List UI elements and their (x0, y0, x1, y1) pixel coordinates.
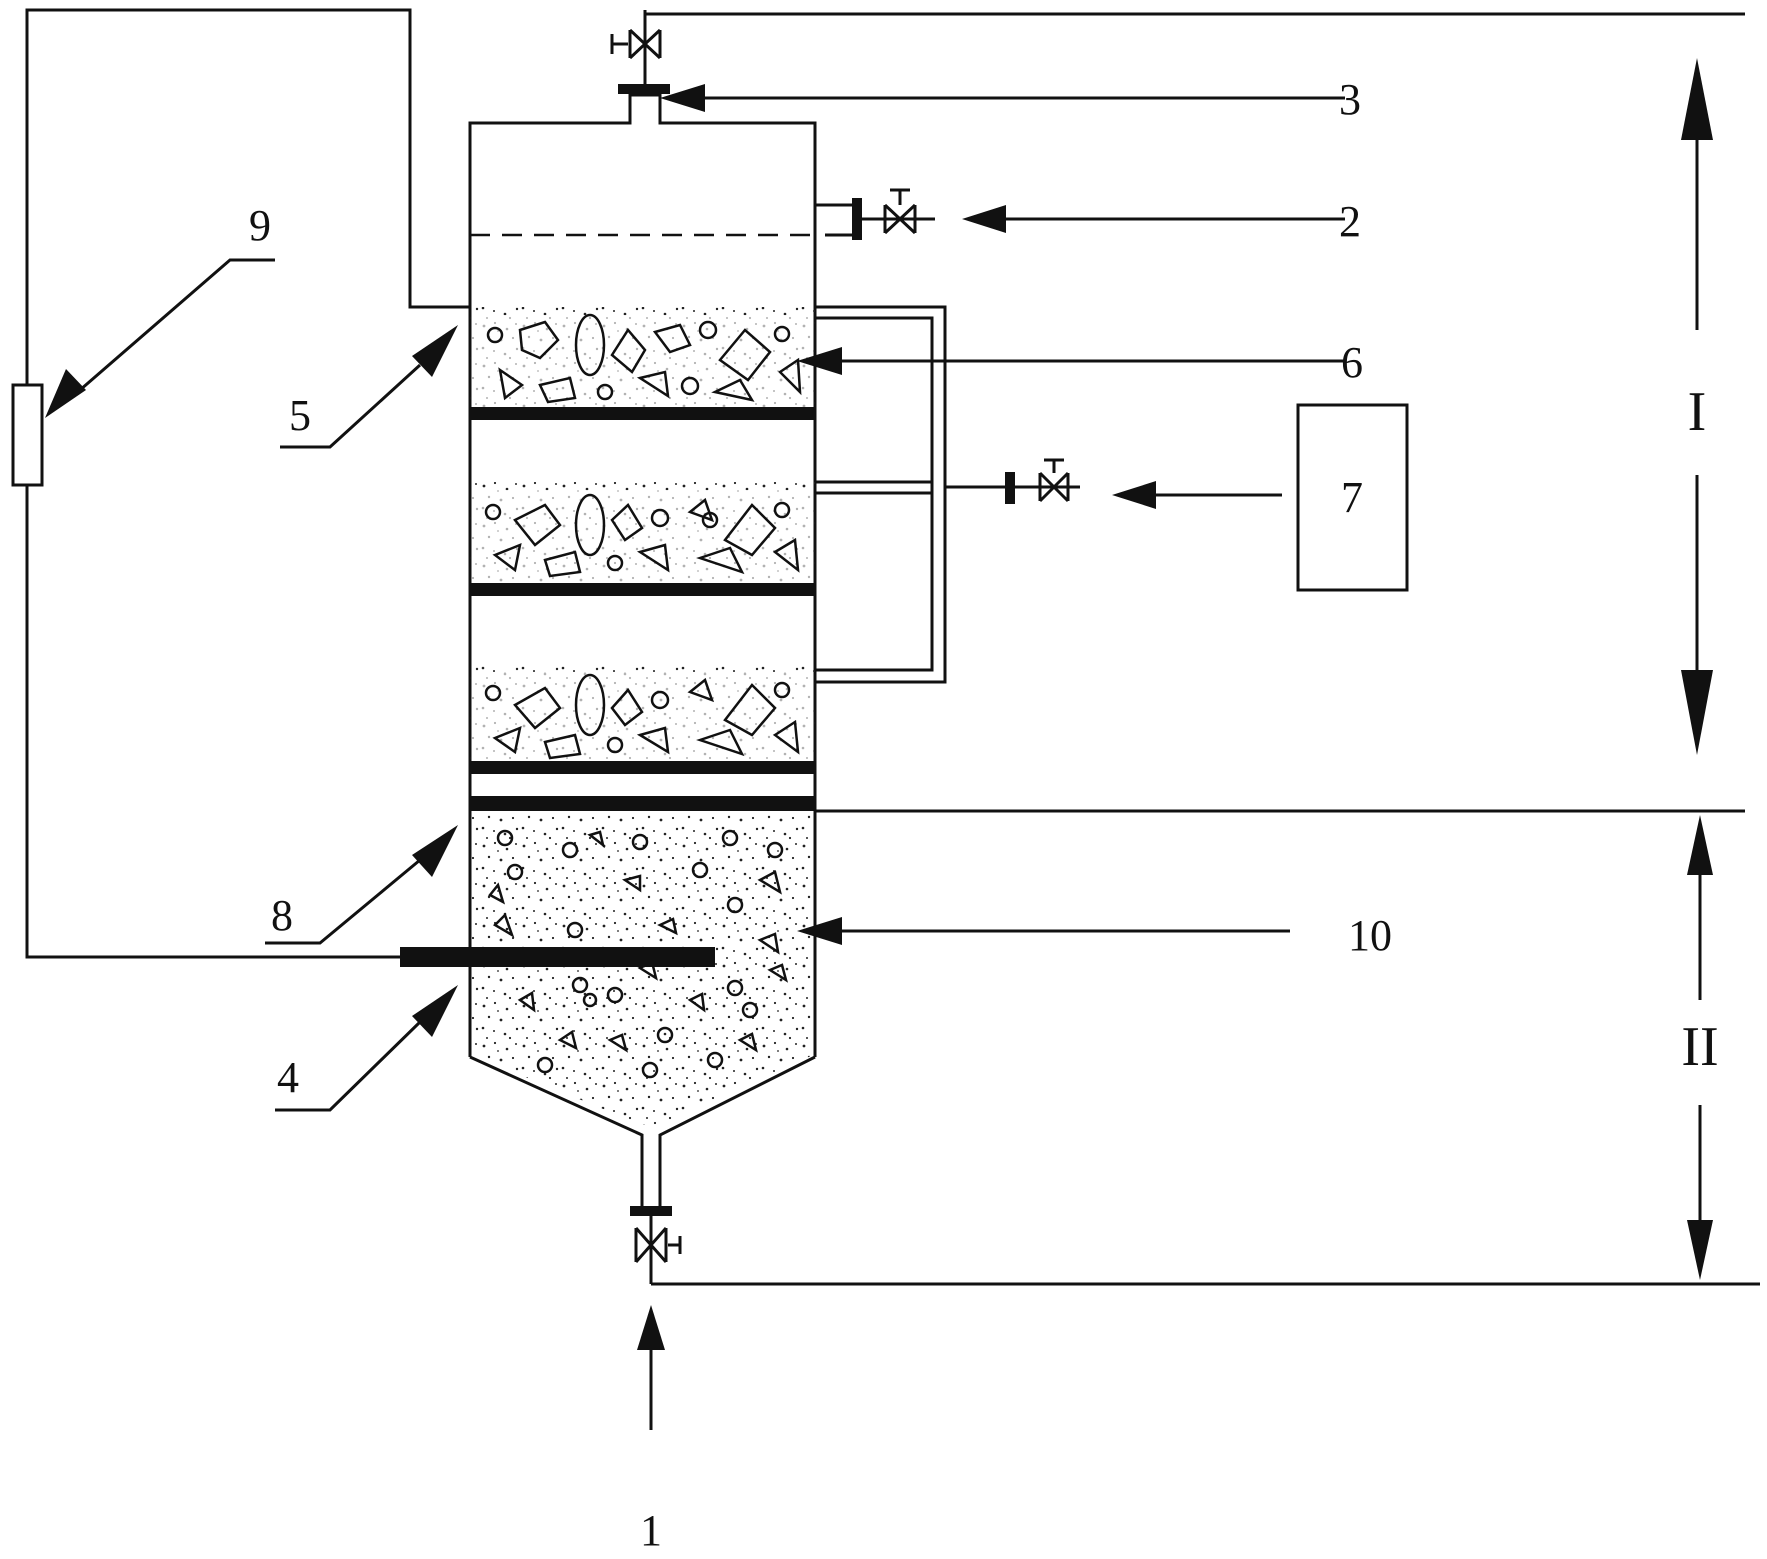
callout-label-1: 1 (640, 1506, 662, 1554)
media-layer-bottom (470, 665, 815, 774)
callout-label-3: 3 (1339, 75, 1361, 124)
callout-label-4: 4 (277, 1053, 299, 1102)
effluent-pipe (815, 188, 935, 240)
gas-valve (610, 28, 662, 60)
zone-I-dimension (1681, 58, 1713, 755)
callout-label-6: 6 (1341, 338, 1363, 387)
callout-label-7: 7 (1341, 473, 1363, 522)
callout-label-8: 8 (271, 891, 293, 940)
aeration-manifold (815, 305, 1080, 684)
callout-label-2: 2 (1339, 197, 1361, 246)
callout-arrows (45, 84, 1345, 1430)
zone-label-I: I (1688, 381, 1707, 443)
power-circuit (11, 8, 470, 959)
media-layer-top (470, 307, 815, 420)
sludge-bed (472, 813, 813, 1125)
zone-II-dimension (1687, 815, 1713, 1280)
gas-outlet-pipe (618, 10, 1745, 95)
inlet-pipe (630, 1206, 682, 1284)
electrode-rod (400, 947, 715, 967)
callout-label-10: 10 (1348, 911, 1392, 960)
media-layer-middle (470, 482, 815, 596)
zone-label-II: II (1681, 1016, 1718, 1078)
callout-label-9: 9 (249, 201, 271, 250)
air-supply-box (1296, 403, 1409, 592)
separator-plate (470, 796, 815, 811)
callout-label-5: 5 (289, 391, 311, 440)
